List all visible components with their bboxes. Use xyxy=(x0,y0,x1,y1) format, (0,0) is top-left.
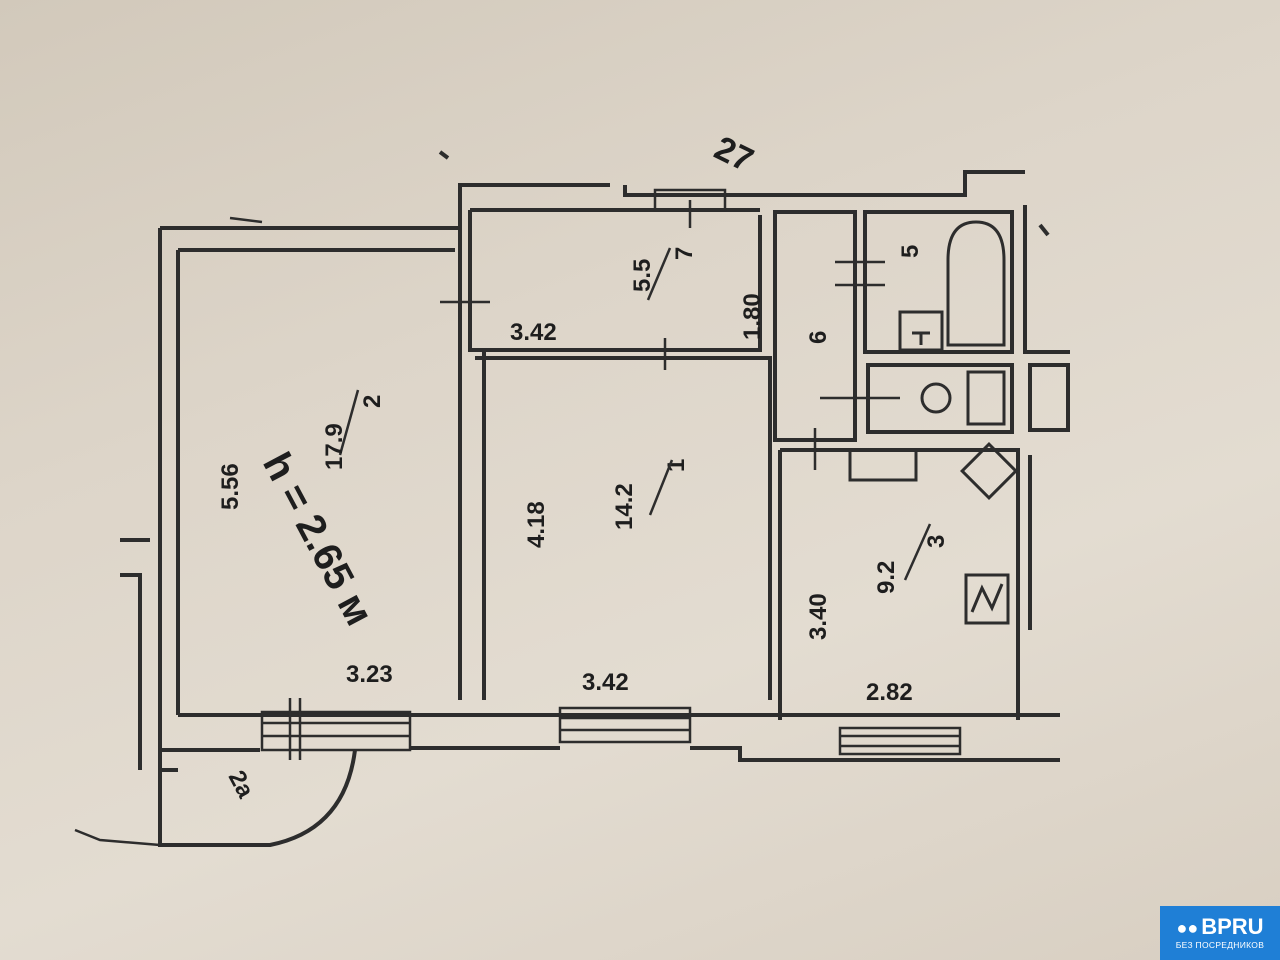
balcony-label: 2а xyxy=(223,766,260,803)
brand-logo: ●●BPRU xyxy=(1160,914,1280,940)
ceiling-height: h = 2.65 м xyxy=(254,446,381,633)
room-7-fraction xyxy=(646,247,672,301)
room-7-width: 3.42 xyxy=(510,319,557,346)
outer-walls xyxy=(120,150,1060,772)
room-3-id: 3 xyxy=(923,535,950,548)
kitchen-sink xyxy=(960,442,1018,500)
room-7-id: 7 xyxy=(671,247,698,260)
balcony-rail xyxy=(74,828,161,847)
kitchen-counter xyxy=(848,448,918,482)
stove xyxy=(964,573,1010,625)
room-1-length: 4.18 xyxy=(523,501,550,548)
interior-walls xyxy=(458,205,1070,720)
room-7-area: 5.5 xyxy=(629,259,656,292)
sink xyxy=(898,310,944,352)
bathtub xyxy=(946,220,1006,347)
windows xyxy=(260,188,962,756)
room-1-width: 3.42 xyxy=(582,669,629,696)
building-number: 27 xyxy=(708,129,759,180)
room-6-id: 6 xyxy=(805,331,832,344)
brand-tagline: БЕЗ ПОСРЕДНИКОВ xyxy=(1175,940,1265,950)
room-2-length: 5.56 xyxy=(217,463,244,510)
room-5-id: 5 xyxy=(897,245,924,258)
stove-mark xyxy=(970,583,1004,613)
sink-mark xyxy=(912,331,930,345)
room-1-area: 14.2 xyxy=(611,483,638,530)
brand-name: BPRU xyxy=(1201,914,1264,939)
room-1-fraction xyxy=(648,459,674,516)
room-3-area: 9.2 xyxy=(873,561,900,594)
dimension-ticks xyxy=(229,200,900,760)
room-3-fraction xyxy=(903,523,932,581)
room-2-id: 2 xyxy=(359,395,386,408)
room-2-area: 17.9 xyxy=(321,423,348,470)
room-2-width: 3.23 xyxy=(346,661,393,688)
room-3-length: 3.40 xyxy=(805,593,832,640)
room-2-fraction xyxy=(338,389,360,456)
toilet xyxy=(920,370,1006,426)
people-icon: ●● xyxy=(1176,918,1199,938)
balcony xyxy=(158,749,357,847)
room-7-length: 1.80 xyxy=(739,293,766,340)
brand-badge[interactable]: ●●BPRU БЕЗ ПОСРЕДНИКОВ xyxy=(1160,906,1280,960)
room-3-width: 2.82 xyxy=(866,679,913,706)
